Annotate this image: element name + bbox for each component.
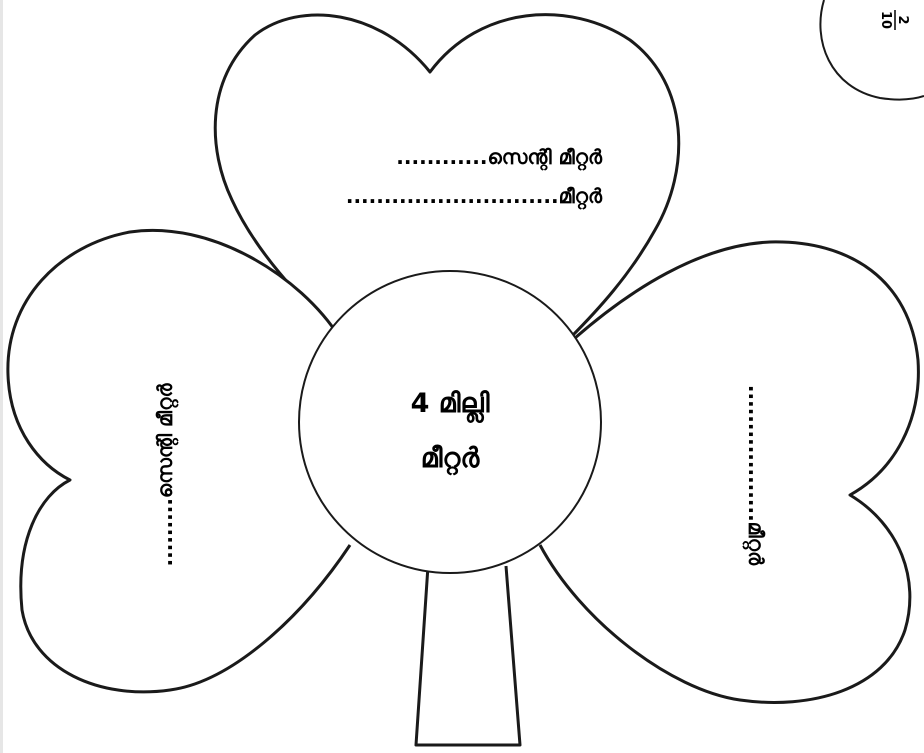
center-circle — [299, 271, 601, 573]
center-label-line1: 4 മില്ലി — [411, 388, 490, 424]
right-leaf-blank-meter: ..................മീറ്റർ — [742, 385, 768, 566]
center-label-line2: മീറ്റർ — [421, 443, 481, 476]
shamrock-stem — [416, 566, 520, 745]
page-number-numerator: 2 — [895, 15, 910, 24]
page-number-denominator: 10 — [878, 11, 893, 29]
left-leaf — [8, 230, 350, 692]
top-leaf-blank-centimeter: ............സെന്റി മീറ്റർ — [396, 145, 603, 171]
left-leaf-blank-centimeter: .........സെന്റി മീറ്റർ — [153, 383, 179, 567]
top-leaf-blank-meter: ............................മീറ്റർ — [346, 184, 603, 210]
page-number: 2 10 — [878, 10, 910, 30]
